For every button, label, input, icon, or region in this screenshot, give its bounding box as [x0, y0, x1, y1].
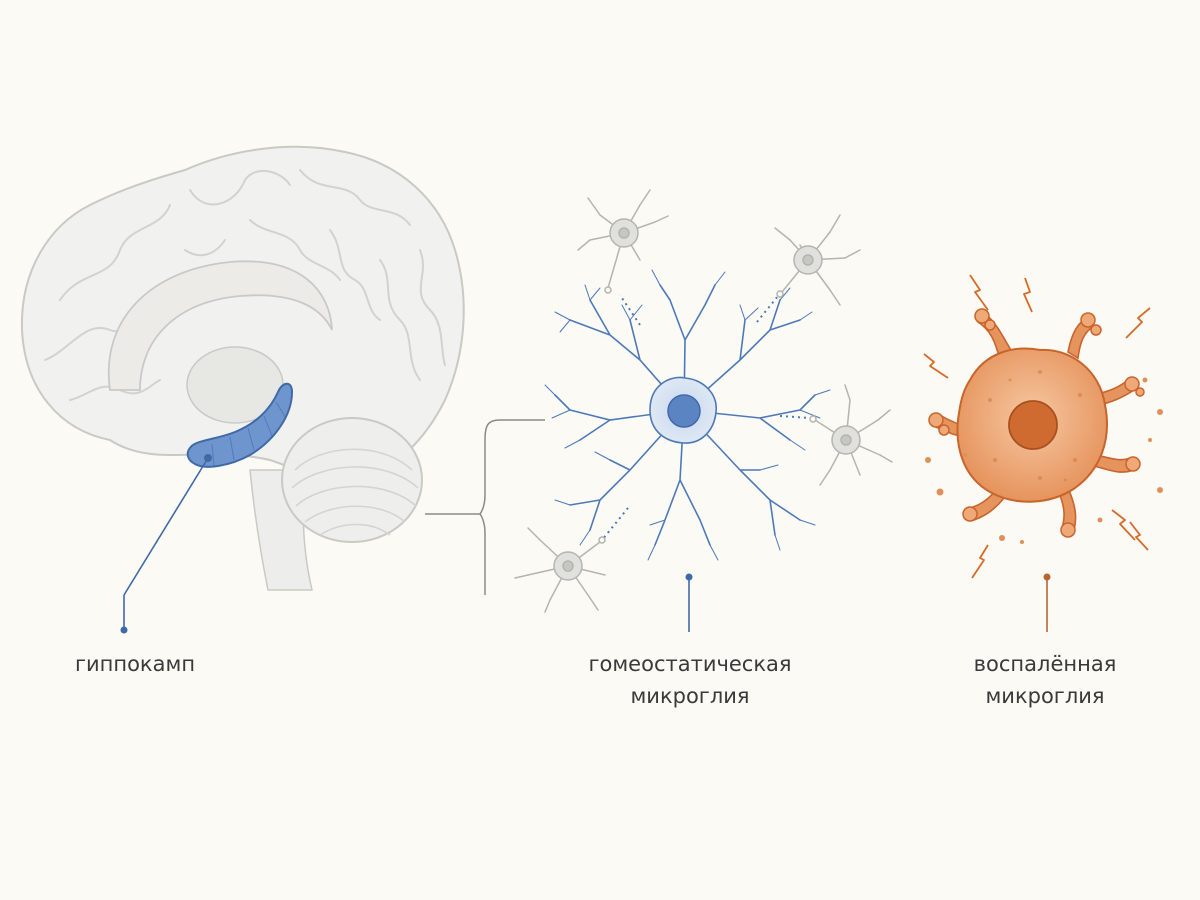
corpus-callosum	[107, 260, 333, 391]
hippocampus-leader	[120, 454, 212, 634]
hippocampus-label-text: гиппокамп	[74, 652, 196, 676]
homeostatic-label-line2: микроглия	[630, 684, 750, 708]
amoeboid-microglia-icon	[928, 308, 1145, 538]
cerebellum	[281, 417, 423, 543]
hippocampus-label: гиппокамп	[40, 648, 230, 680]
bracket-connector	[425, 419, 545, 595]
inflamed-label-line2: микроглия	[985, 684, 1105, 708]
ramified-microglia-icon	[544, 269, 831, 561]
lightning-icon	[923, 274, 1151, 579]
inflammation-particles	[925, 377, 1163, 544]
inflamed-leader	[1043, 573, 1051, 632]
homeostatic-leader	[685, 573, 693, 632]
neuron-icon	[514, 189, 893, 613]
neuron-contacts	[601, 294, 811, 541]
inflamed-microglia-label: воспалённая микроглия	[940, 648, 1150, 712]
hippocampus-icon	[186, 382, 294, 468]
homeostatic-label-line1: гомеостатическая	[588, 652, 792, 676]
brain-sagittal-icon	[20, 145, 465, 591]
cortex	[20, 145, 465, 482]
homeostatic-microglia-label: гомеостатическая микроглия	[560, 648, 820, 712]
inflamed-label-line1: воспалённая	[973, 652, 1117, 676]
